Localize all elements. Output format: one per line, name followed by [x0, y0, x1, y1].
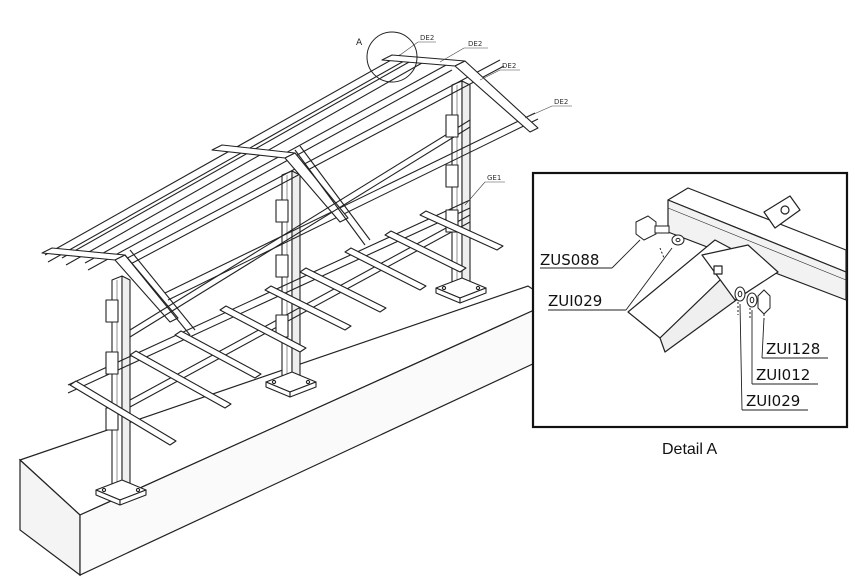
cantilever-arms: [69, 210, 504, 446]
top-rails: [44, 54, 539, 301]
part-label-zui029-bottom: ZUI029: [746, 392, 800, 410]
detail-rail: [667, 187, 847, 301]
detail-a-marker: A: [356, 38, 363, 48]
part-label-zui012: ZUI012: [756, 366, 810, 384]
detail-fasteners: [635, 215, 771, 322]
concrete-base: [18, 285, 554, 577]
callout-ge1: GE1: [487, 174, 501, 182]
base-plates: [95, 277, 487, 506]
part-label-zui128: ZUI128: [766, 340, 820, 358]
bolt-head-zus088: [635, 215, 657, 241]
diagonal-braces: [124, 145, 371, 336]
bolt-shank: [654, 225, 670, 234]
detail-leaders: [540, 239, 828, 411]
bracket-plates: [105, 114, 459, 431]
frame-structure: [41, 54, 539, 506]
detail-part-labels: ZUS088 ZUI029 ZUI128 ZUI012 ZUI029: [540, 251, 820, 410]
detail-caption: Detail A: [662, 441, 717, 458]
main-view-callouts: A DE2 DE2 DE2 DE2 GE1: [356, 31, 572, 206]
callout-de2-1: DE2: [420, 34, 434, 42]
callout-de2-3: DE2: [502, 62, 516, 70]
callout-de2-2: DE2: [468, 40, 482, 48]
detail-arm: [627, 239, 779, 353]
nut-zui128: [757, 289, 771, 315]
detail-a-circle: [366, 31, 418, 83]
detail-a-inset: ZUS088 ZUI029 ZUI128 ZUI012 ZUI029: [531, 171, 849, 429]
part-label-zus088: ZUS088: [540, 251, 599, 269]
part-label-zui029-top: ZUI029: [548, 292, 602, 310]
callout-de2-4: DE2: [554, 98, 568, 106]
